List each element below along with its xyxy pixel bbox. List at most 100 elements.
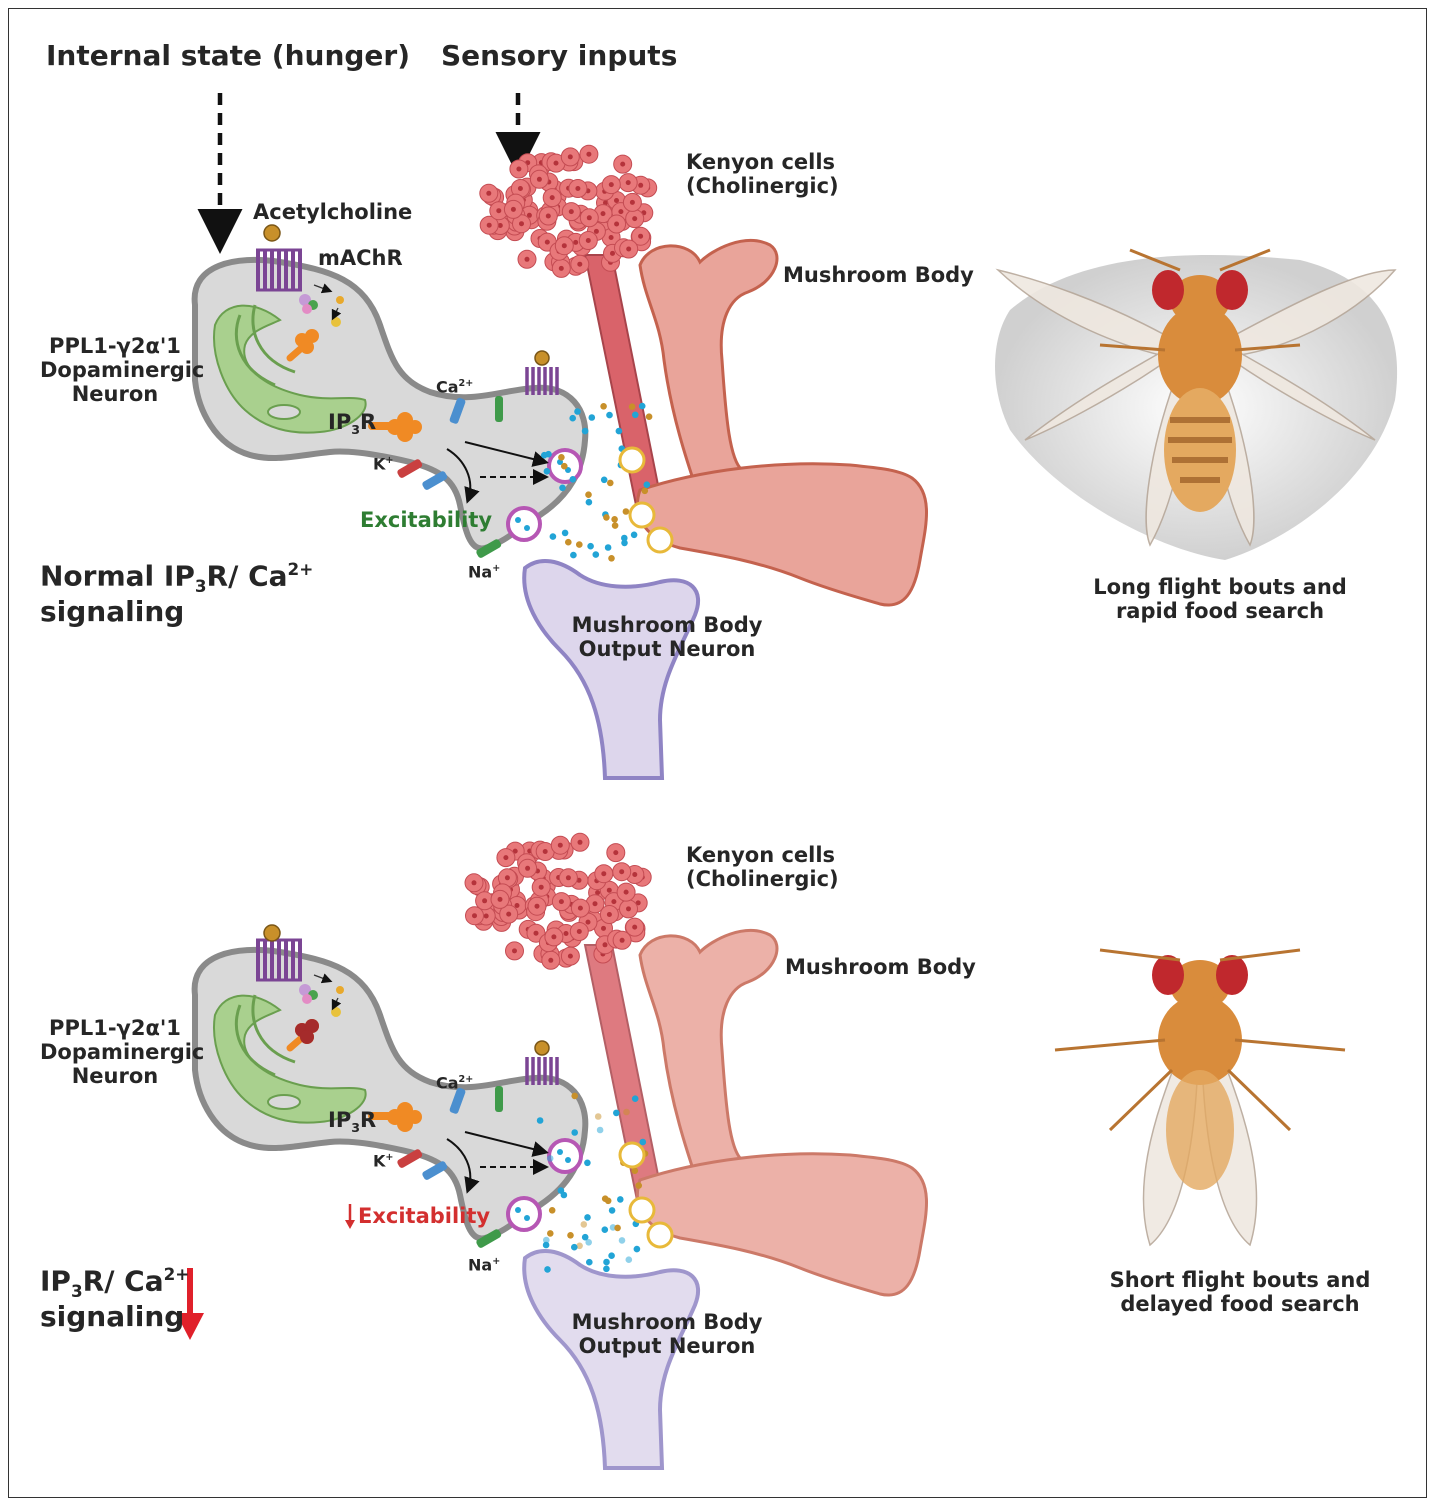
kenyon-cell-nucleus [614, 198, 619, 203]
kenyon-cell-nucleus [505, 875, 510, 880]
dopamine-particle [631, 532, 638, 539]
kenyon-cell-nucleus [535, 904, 540, 909]
acetylcholine-molecule [264, 225, 280, 241]
machr-label: mAChR [318, 246, 403, 270]
acetylcholine-particle [561, 463, 568, 470]
dopamine-particle [639, 403, 646, 410]
kenyon-cell-nucleus [632, 925, 637, 930]
top-excitability-label: Excitability [360, 508, 492, 532]
dopamine-particle [616, 428, 623, 435]
kenyon-cell-nucleus [554, 161, 559, 166]
kenyon-cell-nucleus [586, 152, 591, 157]
kenyon-cell-nucleus [609, 182, 614, 187]
acetylcholine-particle [646, 413, 653, 420]
top-kenyon-label: Kenyon cells (Cholinergic) [686, 150, 839, 198]
acetylcholine-particle [602, 1195, 609, 1202]
top-ip3r-label: IP3R [328, 410, 376, 438]
top-state-line2: signaling [40, 596, 313, 628]
bottom-kenyon-line2: (Cholinergic) [686, 867, 839, 891]
kenyon-cell-nucleus [601, 926, 606, 931]
kenyon-cell-nucleus [486, 191, 491, 196]
dopamine-particle [608, 1252, 615, 1259]
kenyon-cell-nucleus [525, 866, 530, 871]
dopamine-particle [619, 1237, 626, 1244]
kenyon-cell-nucleus [519, 221, 524, 226]
dopamine-particle [584, 1160, 591, 1167]
kenyon-cell-nucleus [498, 897, 503, 902]
kenyon-cell-nucleus [620, 938, 625, 943]
top-mushroom-body-label: Mushroom Body [783, 263, 974, 287]
kenyon-cell-nucleus [559, 266, 564, 271]
kenyon-cell-nucleus [638, 183, 643, 188]
top-ca-label: Ca2+ [436, 378, 473, 397]
bottom-excitability-label: Excitability [358, 1204, 490, 1228]
dopamine-particle [574, 408, 581, 415]
kenyon-cell-nucleus [578, 906, 583, 911]
bottom-mushroom-body-label: Mushroom Body [785, 955, 976, 979]
kenyon-cell-nucleus [626, 906, 631, 911]
acetylcholine-particle [571, 1093, 578, 1100]
bottom-kenyon-cell-cluster [465, 833, 651, 969]
kenyon-cell-nucleus [496, 208, 501, 213]
kenyon-cell-nucleus [537, 177, 542, 182]
bottom-neuron-label: PPL1-γ2α'1 Dopaminergic Neuron [40, 1016, 190, 1088]
dopamine-particle [550, 533, 557, 540]
kenyon-cell-nucleus [610, 251, 615, 256]
top-state-line1: Normal IP3R/ Ca2+ [40, 560, 313, 596]
dopamine-particle [603, 1259, 610, 1266]
dopamine-particle [609, 1207, 616, 1214]
dopamine-particle [544, 1266, 551, 1273]
kenyon-cell-nucleus [607, 912, 612, 917]
bottom-state-line2: signaling [40, 1301, 189, 1333]
kenyon-cell-nucleus [569, 209, 574, 214]
acetylcholine-particle [623, 1109, 630, 1116]
kenyon-cell-nucleus [626, 180, 631, 185]
bottom-mbon-line2: Output Neuron [567, 1334, 767, 1358]
dopamine-particle [584, 1214, 591, 1221]
top-mbon-label: Mushroom Body Output Neuron [567, 613, 767, 661]
kenyon-cell-nucleus [503, 855, 508, 860]
dopamine-particle [561, 1192, 568, 1199]
dopamine-particle [589, 414, 596, 421]
bottom-neuron-label-line2: Dopaminergic [40, 1040, 190, 1064]
kenyon-cell-vesicle [648, 1223, 672, 1247]
kenyon-cell-nucleus [568, 154, 573, 159]
kenyon-cell-nucleus [543, 849, 548, 854]
kenyon-cell-nucleus [548, 958, 553, 963]
dopamine-particle [605, 544, 612, 551]
kenyon-cell-nucleus [609, 235, 614, 240]
acetylcholine-particle [581, 1221, 588, 1228]
dopamine-particle [601, 477, 608, 484]
dopamine-particle [545, 451, 552, 458]
kenyon-cell-nucleus [564, 931, 569, 936]
kenyon-cell-vesicle [620, 1143, 644, 1167]
acetylcholine-label: Acetylcholine [253, 200, 412, 224]
dopamine-particle [544, 468, 551, 475]
dopamine-particle [603, 1266, 610, 1273]
dopamine-particle [586, 1259, 593, 1266]
top-neuron-label: PPL1-γ2α'1 Dopaminergic Neuron [40, 334, 190, 406]
dopamine-particle [632, 412, 639, 419]
top-state-label: Normal IP3R/ Ca2+ signaling [40, 560, 313, 628]
bottom-fly-resting-illustration [1055, 950, 1345, 1245]
dopamine-particle [571, 1244, 578, 1251]
kenyon-cell-vesicle [630, 1198, 654, 1222]
acetylcholine-particle [611, 516, 618, 523]
dopamine-particle [570, 552, 577, 559]
kenyon-cell-nucleus [638, 234, 643, 239]
kenyon-cell-nucleus [577, 929, 582, 934]
kenyon-cell-nucleus [575, 186, 580, 191]
top-neuron-label-line1: PPL1-γ2α'1 [40, 334, 190, 358]
top-outcome-line2: rapid food search [1080, 599, 1360, 623]
bottom-state-line1: IP3R/ Ca2+ [40, 1265, 189, 1301]
dopamine-particle [617, 1196, 624, 1203]
kenyon-cell-vesicle [630, 503, 654, 527]
sensory-inputs-label: Sensory inputs [441, 40, 677, 72]
dopamine-particle [644, 481, 651, 488]
kenyon-cell-nucleus [558, 843, 563, 848]
acetylcholine-particle [623, 508, 630, 515]
top-outcome-label: Long flight bouts and rapid food search [1080, 575, 1360, 623]
kenyon-cell-nucleus [613, 850, 618, 855]
dopamine-particle [582, 1234, 589, 1241]
kenyon-cell-nucleus [587, 215, 592, 220]
